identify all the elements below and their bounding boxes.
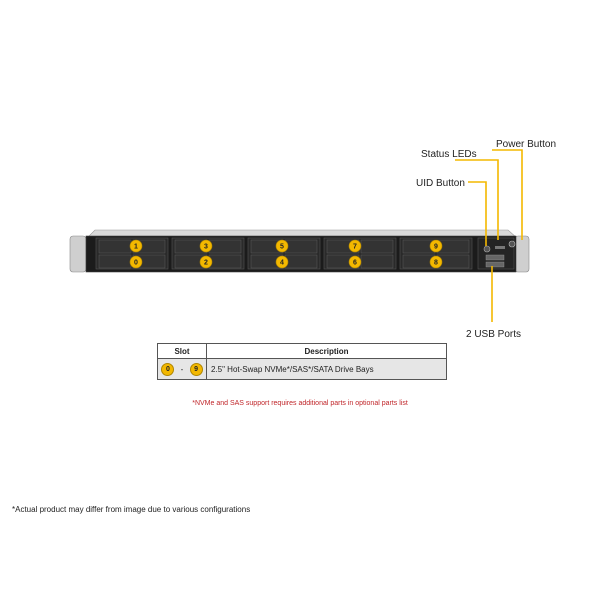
drive-bay-group [399,237,473,270]
usb-port-icon [485,254,505,261]
uid-button-leader [468,181,487,246]
range-dash: - [180,364,184,374]
slot-badge: 4 [275,255,289,269]
power-button-icon [508,240,516,248]
slot-number: 3 [204,244,208,251]
status-leds-icon [495,246,505,249]
slot-badge: 7 [348,239,362,253]
slot-badge: 5 [275,239,289,253]
description-column-header: Description [206,343,447,359]
rack-ear-right [514,235,530,273]
slot-badge: 2 [199,255,213,269]
slot-column-header: Slot [157,343,207,359]
slot-badge: 8 [429,255,443,269]
slot-number: 7 [353,244,357,251]
slot-number: 0 [134,260,138,267]
slot-number: 1 [134,244,138,251]
power-button-leader [492,149,523,240]
status-leds-leader [455,159,499,240]
support-footnote: *NVMe and SAS support requires additiona… [192,400,408,407]
slot-badge: 0 [129,255,143,269]
slot-range-cell: 0 - 9 [157,358,207,380]
usb-port-icon [485,261,505,268]
usb-ports-label: 2 USB Ports [466,329,521,340]
table-header-row: Slot Description [157,343,447,359]
slot-number: 6 [353,260,357,267]
description-cell: 2.5" Hot-Swap NVMe*/SAS*/SATA Drive Bays [206,358,447,380]
slot-number: 5 [280,244,284,251]
uid-button-label: UID Button [416,178,465,189]
slot-description-table: Slot Description 0 - 9 2.5" Hot-Swap NVM… [157,343,447,380]
slot-badge: 9 [429,239,443,253]
rack-ear-left [69,235,87,273]
slot-badge-end: 9 [189,362,203,376]
slot-number: 2 [204,260,208,267]
table-row: 0 - 9 2.5" Hot-Swap NVMe*/SAS*/SATA Driv… [157,358,447,380]
disclaimer-text: *Actual product may differ from image du… [12,505,251,514]
status-leds-label: Status LEDs [421,149,477,160]
slot-number: 9 [434,244,438,251]
slot-number: 4 [280,260,284,267]
slot-badge-start: 0 [161,362,175,376]
slot-badge: 1 [129,239,143,253]
slot-number: 8 [434,260,438,267]
slot-badge: 3 [199,239,213,253]
slot-badge: 6 [348,255,362,269]
power-button-label: Power Button [496,139,556,150]
uid-button-icon [483,245,491,253]
